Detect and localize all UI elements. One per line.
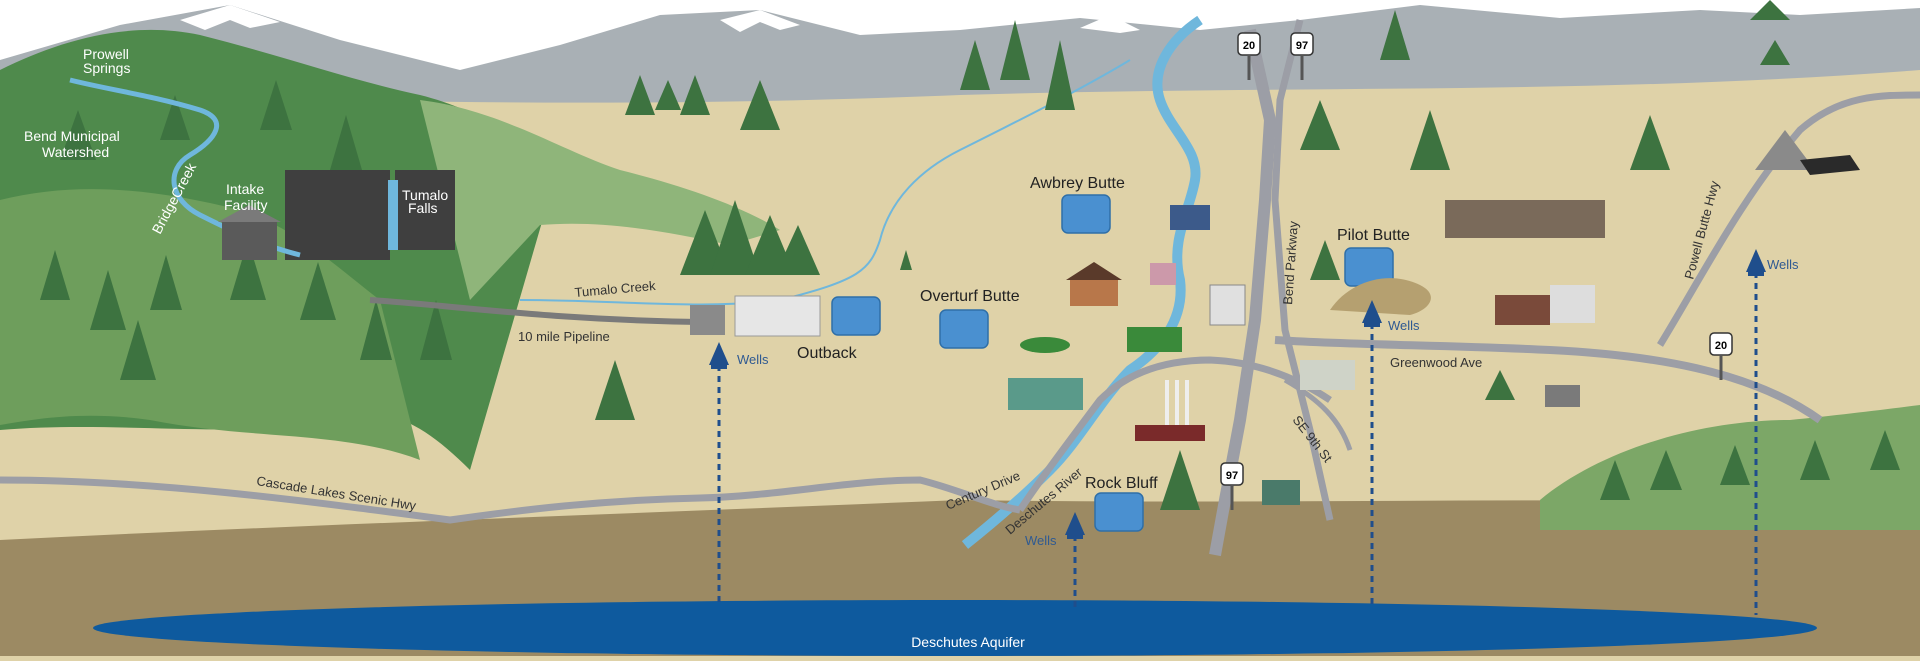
pilot-butte-mound <box>1330 278 1431 315</box>
house <box>1170 205 1210 230</box>
house <box>1300 360 1355 390</box>
wells-label-rock-bluff: Wells <box>1025 533 1057 548</box>
awbrey-butte-label: Awbrey Butte <box>1030 175 1125 192</box>
cliff <box>395 170 455 250</box>
scattered-trees <box>625 0 1790 510</box>
snow-cap <box>1080 15 1140 33</box>
deschutes-aquifer <box>93 600 1817 656</box>
forest-hill <box>420 100 780 300</box>
svg-text:97: 97 <box>1226 470 1238 482</box>
brewery-building <box>1495 295 1550 325</box>
svg-text:97: 97 <box>1296 40 1308 52</box>
century-drive <box>1017 356 1332 512</box>
aquifer-label: Deschutes Aquifer <box>911 634 1025 650</box>
pilot-butte-label: Pilot Butte <box>1337 227 1410 244</box>
house <box>1008 378 1083 410</box>
smokestack <box>1165 380 1169 425</box>
campus-building <box>1445 200 1605 238</box>
forest-trees <box>40 80 452 380</box>
wells-label-east: Wells <box>1767 257 1799 272</box>
house <box>1545 385 1580 407</box>
east-trees <box>1600 430 1900 500</box>
tumalo-creek <box>519 59 1131 306</box>
awbrey-tank <box>1061 194 1111 234</box>
power-plant <box>1135 425 1205 441</box>
greenwood-ave-label: Greenwood Ave <box>1390 355 1482 370</box>
tumalo-falls <box>388 180 398 250</box>
roundabout <box>1020 337 1070 353</box>
house <box>1070 278 1118 306</box>
se-9th-st <box>1283 377 1353 451</box>
overturf-butte-label: Overturf Butte <box>920 288 1020 305</box>
powell-springs-label-line2: Springs <box>83 60 130 76</box>
powell-springs-label-line1: Prowell <box>83 46 129 62</box>
intake-facility-label-line1: Intake <box>226 181 264 197</box>
silos <box>1550 285 1595 323</box>
well-lines <box>717 272 1758 615</box>
highway-97-shield: 97 <box>1220 462 1244 510</box>
airplane-icon <box>1800 155 1860 175</box>
highway-20-shield: 20 <box>1709 332 1733 380</box>
snow-cap <box>720 10 800 32</box>
pipeline-label: 10 mile Pipeline <box>518 329 610 344</box>
watershed-label-line1: Bend Municipal <box>24 128 120 144</box>
bend-parkway <box>1209 28 1277 557</box>
greenwood-ave <box>1274 336 1823 424</box>
intake-facility-roof <box>218 205 281 222</box>
tumalo-creek-label: Tumalo Creek <box>574 278 657 300</box>
tower <box>1209 284 1246 326</box>
wells-label-pilot: Wells <box>1388 318 1420 333</box>
house-roof <box>1066 262 1122 280</box>
outback-label: Outback <box>797 345 858 362</box>
water-tanks <box>831 194 1394 532</box>
smokestack <box>1175 380 1179 425</box>
snow-cap <box>180 5 280 30</box>
highway-97 <box>1271 19 1334 521</box>
pipeline <box>369 297 701 325</box>
svg-text:20: 20 <box>1243 40 1255 52</box>
outback-tank <box>831 296 881 336</box>
well-arrows <box>709 249 1766 539</box>
intake-facility-building <box>222 220 277 260</box>
cliff <box>285 170 390 260</box>
tree-group <box>595 200 1515 420</box>
house <box>1262 480 1300 505</box>
smokestack <box>1185 380 1189 425</box>
wells-label-outback: Wells <box>737 352 769 367</box>
tumalo-falls-label-line2: Falls <box>408 200 438 216</box>
rock-bluff-tank <box>1094 492 1144 532</box>
tumalo-falls-label-line1: Tumalo <box>402 187 448 203</box>
treatment-equipment <box>690 305 725 335</box>
watershed-label-line2: Watershed <box>42 144 109 160</box>
bend-parkway-label: Bend Parkway <box>1280 220 1301 305</box>
highway-20-shield: 20 <box>1237 32 1261 80</box>
park <box>1127 327 1182 352</box>
rock-bluff-label: Rock Bluff <box>1085 475 1158 492</box>
overturf-tank <box>939 309 989 349</box>
highway-97-shield: 97 <box>1290 32 1314 80</box>
svg-text:20: 20 <box>1715 340 1727 352</box>
intake-facility-label-line2: Facility <box>224 197 268 213</box>
cascade-lakes-hwy <box>0 476 1021 524</box>
outback-facility <box>734 295 821 337</box>
